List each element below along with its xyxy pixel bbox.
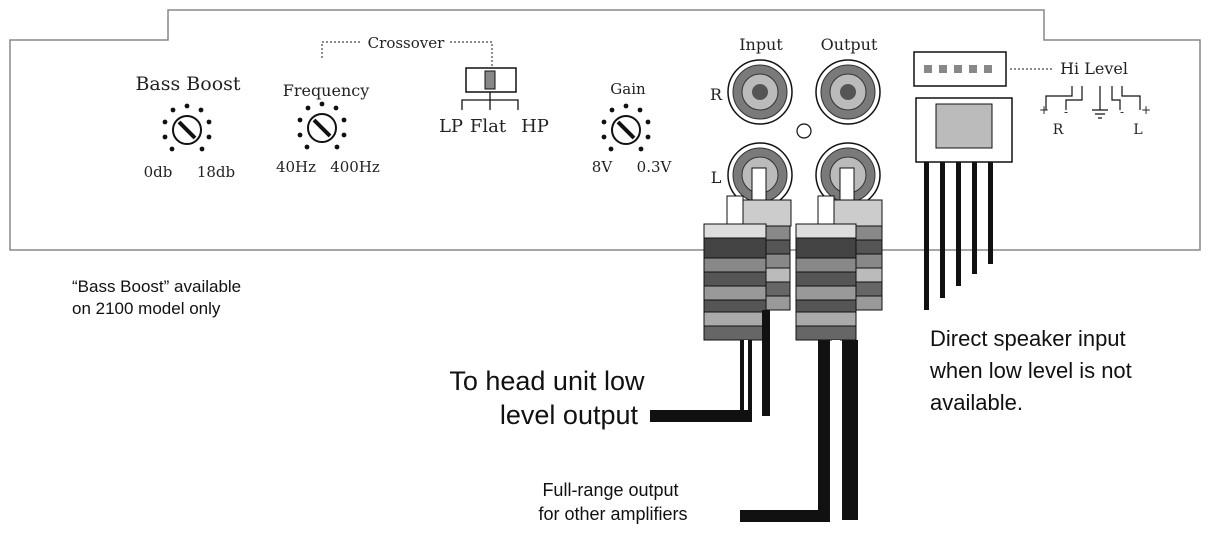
bass-boost-note-line1: “Bass Boost” available bbox=[72, 277, 241, 296]
speaker-input-note-line2: when low level is not bbox=[929, 358, 1132, 383]
frequency-min: 40Hz bbox=[276, 158, 316, 176]
crossover-group: Crossover Frequency 40Hz 400Hz LP Flat H… bbox=[276, 34, 549, 176]
rca-input-label: Input bbox=[739, 35, 783, 54]
bass-boost-min: 0db bbox=[144, 163, 173, 181]
output-right-jack[interactable] bbox=[815, 59, 881, 125]
gain-knob[interactable] bbox=[601, 103, 651, 152]
head-unit-note-line2: level output bbox=[500, 400, 639, 430]
hi-level-plus-left: + bbox=[1141, 103, 1151, 117]
hi-level-minus-left: - bbox=[1120, 105, 1124, 119]
gain-min: 8V bbox=[592, 158, 614, 176]
full-range-note-line1: Full-range output bbox=[542, 480, 678, 500]
gain-label: Gain bbox=[610, 80, 646, 98]
switch-hp-label: HP bbox=[521, 116, 549, 137]
speaker-input-note-line3: available. bbox=[930, 390, 1023, 415]
head-unit-note-line1: To head unit low bbox=[449, 366, 645, 396]
bass-boost-label: Bass Boost bbox=[135, 73, 240, 95]
frequency-max: 400Hz bbox=[330, 158, 380, 176]
rca-section: Input Output R L bbox=[710, 35, 881, 208]
hi-level-left-label: L bbox=[1133, 122, 1142, 138]
switch-flat-label: Flat bbox=[470, 116, 507, 137]
rca-right-label: R bbox=[710, 85, 723, 104]
rca-left-label: L bbox=[711, 168, 722, 187]
bass-boost-note: “Bass Boost” available on 2100 model onl… bbox=[72, 277, 246, 318]
bass-boost-max: 18db bbox=[197, 163, 235, 181]
hi-level-plus-right: + bbox=[1039, 103, 1049, 117]
full-range-note: Full-range output for other amplifiers bbox=[538, 480, 687, 524]
input-rca-plug bbox=[650, 167, 792, 422]
hi-level-right-label: R bbox=[1053, 122, 1064, 138]
speaker-input-note: Direct speaker input when low level is n… bbox=[929, 326, 1138, 415]
head-unit-note: To head unit low level output bbox=[449, 366, 652, 430]
frequency-label: Frequency bbox=[283, 81, 370, 100]
hi-level-schematic bbox=[1045, 86, 1141, 119]
hi-level-connector: Hi Level + - - + R L bbox=[913, 51, 1151, 310]
crossover-label: Crossover bbox=[368, 34, 445, 52]
frequency-knob[interactable] bbox=[297, 101, 347, 150]
switch-lp-label: LP bbox=[439, 116, 463, 137]
power-led bbox=[796, 123, 812, 139]
rca-output-label: Output bbox=[821, 35, 878, 54]
bass-boost-note-line2: on 2100 model only bbox=[72, 299, 221, 318]
bass-boost-control: Bass Boost 0db 18db bbox=[135, 73, 240, 181]
hi-level-minus-right: - bbox=[1064, 105, 1068, 119]
input-right-jack[interactable] bbox=[727, 59, 793, 125]
speaker-input-note-line1: Direct speaker input bbox=[930, 326, 1126, 351]
output-rca-plug bbox=[740, 167, 883, 522]
gain-max: 0.3V bbox=[637, 158, 673, 176]
bass-boost-knob[interactable] bbox=[162, 103, 212, 152]
hi-level-label: Hi Level bbox=[1060, 59, 1128, 78]
crossover-bracket bbox=[321, 41, 493, 68]
panel-outline bbox=[9, 9, 1201, 251]
full-range-note-line2: for other amplifiers bbox=[538, 504, 687, 524]
gain-control: Gain 8V 0.3V bbox=[592, 80, 673, 176]
crossover-switch[interactable] bbox=[461, 67, 519, 110]
